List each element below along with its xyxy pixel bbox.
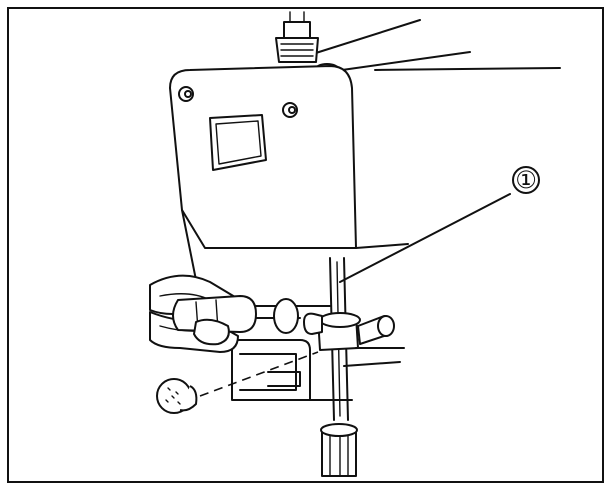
face-plate	[169, 65, 409, 311]
rubber-plug	[156, 351, 319, 414]
needle-bar	[303, 257, 395, 421]
lower-bracket	[231, 339, 405, 401]
oil-cap	[275, 11, 319, 63]
figure-frame	[7, 7, 604, 483]
hand-with-screwdriver	[149, 274, 331, 353]
callout-label: ①	[515, 166, 537, 194]
callout-1: ①	[339, 166, 540, 283]
needle-clamp	[320, 423, 358, 477]
